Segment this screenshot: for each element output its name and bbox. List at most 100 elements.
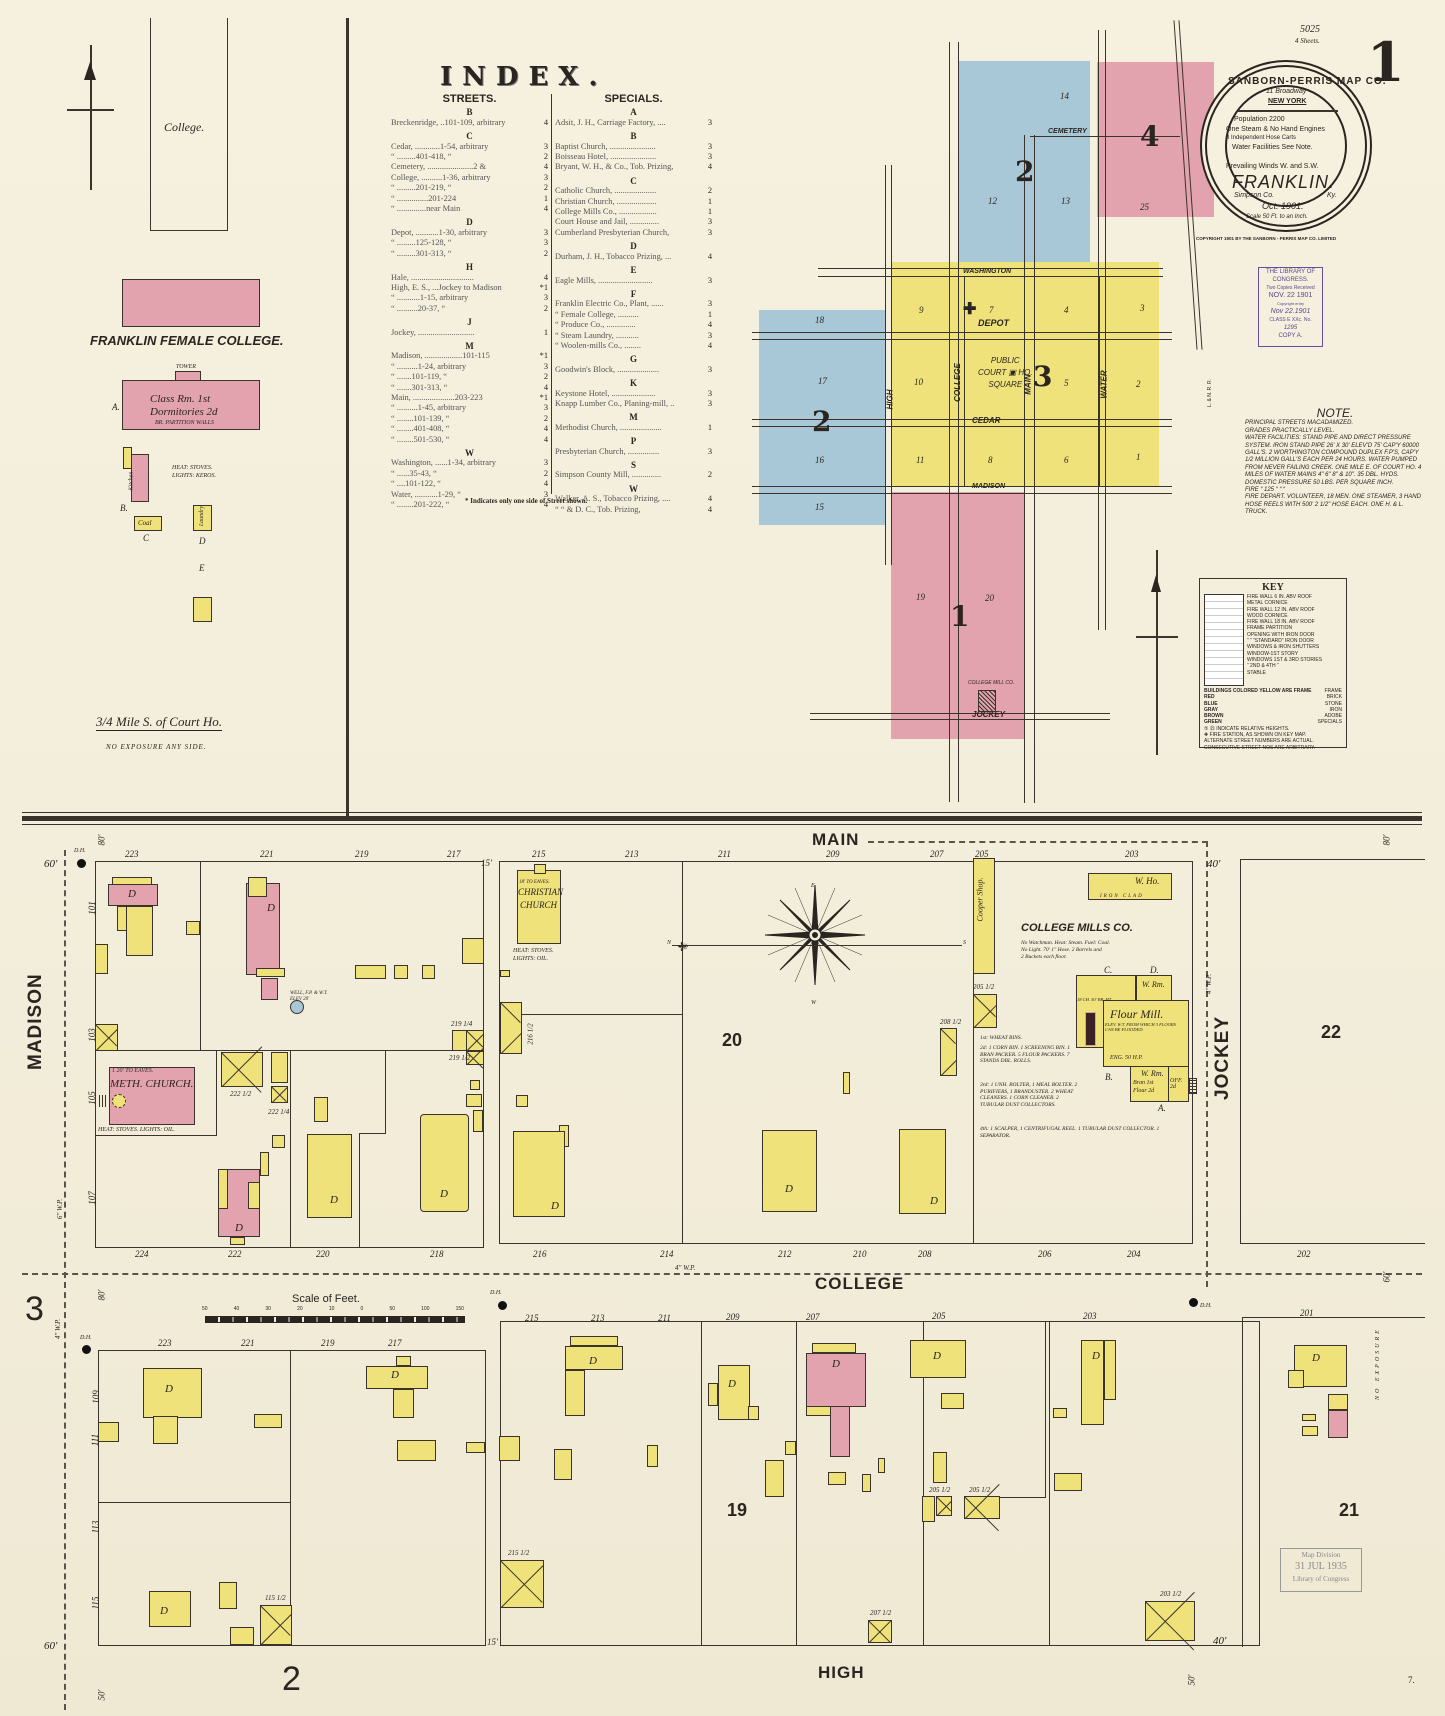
building-frame <box>765 1460 784 1497</box>
key-street-cedar <box>752 419 1172 420</box>
mill-office: OFF. 2d <box>1170 1078 1183 1090</box>
key-block-17: 17 <box>818 376 827 386</box>
scale-tick: 50 <box>202 1306 208 1312</box>
dwelling-label: D <box>1312 1352 1320 1364</box>
key-block-13: 13 <box>1061 196 1070 206</box>
key-street-madison-2 <box>752 493 1172 494</box>
index-entry-name: Presbyterian Church, ............... <box>555 446 660 456</box>
index-entry-sheet: 4 <box>707 340 712 350</box>
index-entry-name: “ ..........1-45, arbitrary <box>391 403 467 413</box>
building-dwelling-218 <box>420 1114 469 1212</box>
index-letter: B <box>466 107 473 118</box>
index-entry-name: Boisseau Hotel, ...................... <box>555 152 657 162</box>
building-frame <box>153 1416 178 1444</box>
index-entry-sheet: 3 <box>707 152 712 162</box>
building-frame <box>1053 1408 1067 1418</box>
note-title: NOTE. <box>1316 406 1354 420</box>
college-coal-label: Coal <box>138 519 152 527</box>
north-arrow-icon <box>84 62 96 80</box>
lot-line <box>290 1350 291 1646</box>
lot-line <box>796 1321 797 1646</box>
building-stable-205-half <box>973 994 997 1028</box>
address-number: 208 <box>918 1249 932 1259</box>
index-entry-sheet: 2 <box>543 303 548 313</box>
address-number: 211 <box>718 849 731 859</box>
corner-mark: 7. <box>1408 1675 1415 1685</box>
legend-fire-station: ✚ FIRE STATION, AS SHOWN ON KEY MAP. <box>1204 732 1307 739</box>
stamp-line: COPY A. <box>1278 333 1303 339</box>
index-entry-name: “ ......35-43, “ <box>391 468 437 478</box>
address-number: 203 <box>1125 849 1139 859</box>
college-lot <box>150 18 228 231</box>
building-bran-room <box>1130 1066 1169 1102</box>
title-cartouche <box>1200 60 1372 232</box>
index-entry-sheet: 4 <box>707 251 712 261</box>
college-letter-d: D <box>199 536 206 546</box>
index-title: INDEX. <box>440 62 608 92</box>
catalog-number: 5025 <box>1300 24 1320 35</box>
index-entry-sheet: 2 <box>543 183 548 193</box>
mill-bran: Bran 1st <box>1133 1080 1154 1086</box>
legend-title: KEY <box>1262 582 1284 593</box>
index-letter: H <box>465 262 473 273</box>
scale-tick: 150 <box>455 1306 464 1312</box>
lot-line <box>1045 1321 1046 1498</box>
college-letter-a: A. <box>112 402 120 412</box>
key-block-15: 15 <box>815 502 824 512</box>
dwelling-label: D <box>165 1383 173 1395</box>
building-frame <box>470 1080 480 1090</box>
index-entry: Boisseau Hotel, ...................... 3 <box>555 152 712 162</box>
stamp-line: 31 JUL 1935 <box>1295 1561 1347 1572</box>
square-ho: HO. <box>1018 368 1033 377</box>
half-number: 208 1/2 <box>940 1018 962 1026</box>
key-college-mill-label: COLLEGE MILL CO. <box>968 680 1015 686</box>
block-number-22: 22 <box>1321 1022 1342 1042</box>
lot-line <box>1000 1497 1046 1498</box>
key-grid-v2 <box>1099 276 1100 486</box>
width-label: 60' <box>44 858 58 870</box>
index-entry: Walker, A. S., Tobacco Prizing, ....4 <box>555 494 712 504</box>
address-number: 213 <box>625 849 639 859</box>
key-street-jockey <box>810 713 1110 714</box>
lot-line <box>385 1050 386 1133</box>
index-letter: C <box>466 131 473 142</box>
legend-item: WINDOWS 1ST & 3RD STORIES <box>1247 656 1323 663</box>
building-frame <box>748 1406 759 1420</box>
index-entry: Madison, ..................101-115*1 <box>391 351 548 361</box>
cartouche-address: 11 Broadway <box>1266 88 1307 95</box>
width-label: 40' <box>1207 858 1221 870</box>
index-entry-sheet: 2 <box>543 413 548 423</box>
dwelling-label: D <box>128 888 136 900</box>
street-main: MAIN <box>812 830 860 849</box>
key-street-depot-2 <box>752 339 1172 340</box>
index-entry: Eagle Mills, ..........................3 <box>555 276 712 286</box>
key-label-washington: WASHINGTON <box>963 268 1012 275</box>
index-entry-name: Durham, J. H., Tobacco Prizing, ... <box>555 251 672 261</box>
side-number: 105 <box>86 1091 97 1105</box>
legend-color-label: BROWN <box>1204 713 1224 720</box>
index-entry-name: Keystone Hotel, ..................... <box>555 388 656 398</box>
address-number: 209 <box>826 849 840 859</box>
index-entry: Hale, ..............................4 <box>391 273 548 283</box>
cartouche-county: Simpson Co. <box>1234 192 1275 199</box>
index-entry: Goodwin's Block, ....................3 <box>555 365 712 375</box>
legend-color-label: BUILDINGS COLORED YELLOW ARE FRAME <box>1204 688 1312 694</box>
building-stable-215-half <box>500 1560 544 1608</box>
index-entry-sheet: 2 <box>543 248 548 258</box>
index-entry-name: Methodist Church, .................... <box>555 422 662 432</box>
key-street-high <box>885 165 886 565</box>
legend-symbols <box>1204 594 1244 686</box>
address-number: 207 <box>930 849 944 859</box>
sheets-note: 4 Sheets. <box>1295 37 1320 45</box>
address-number: 213 <box>591 1313 605 1323</box>
college-letter-c: C <box>143 533 150 543</box>
building-frame <box>271 1052 288 1083</box>
dwelling-label: D <box>551 1200 559 1212</box>
index-entry-sheet: 3 <box>707 227 712 237</box>
map-division-stamp: Map Division 31 JUL 1935 Library of Cong… <box>1280 1548 1362 1592</box>
key-north-arrow-shaft <box>1156 550 1158 755</box>
sheet-number: 1 <box>1367 30 1405 94</box>
